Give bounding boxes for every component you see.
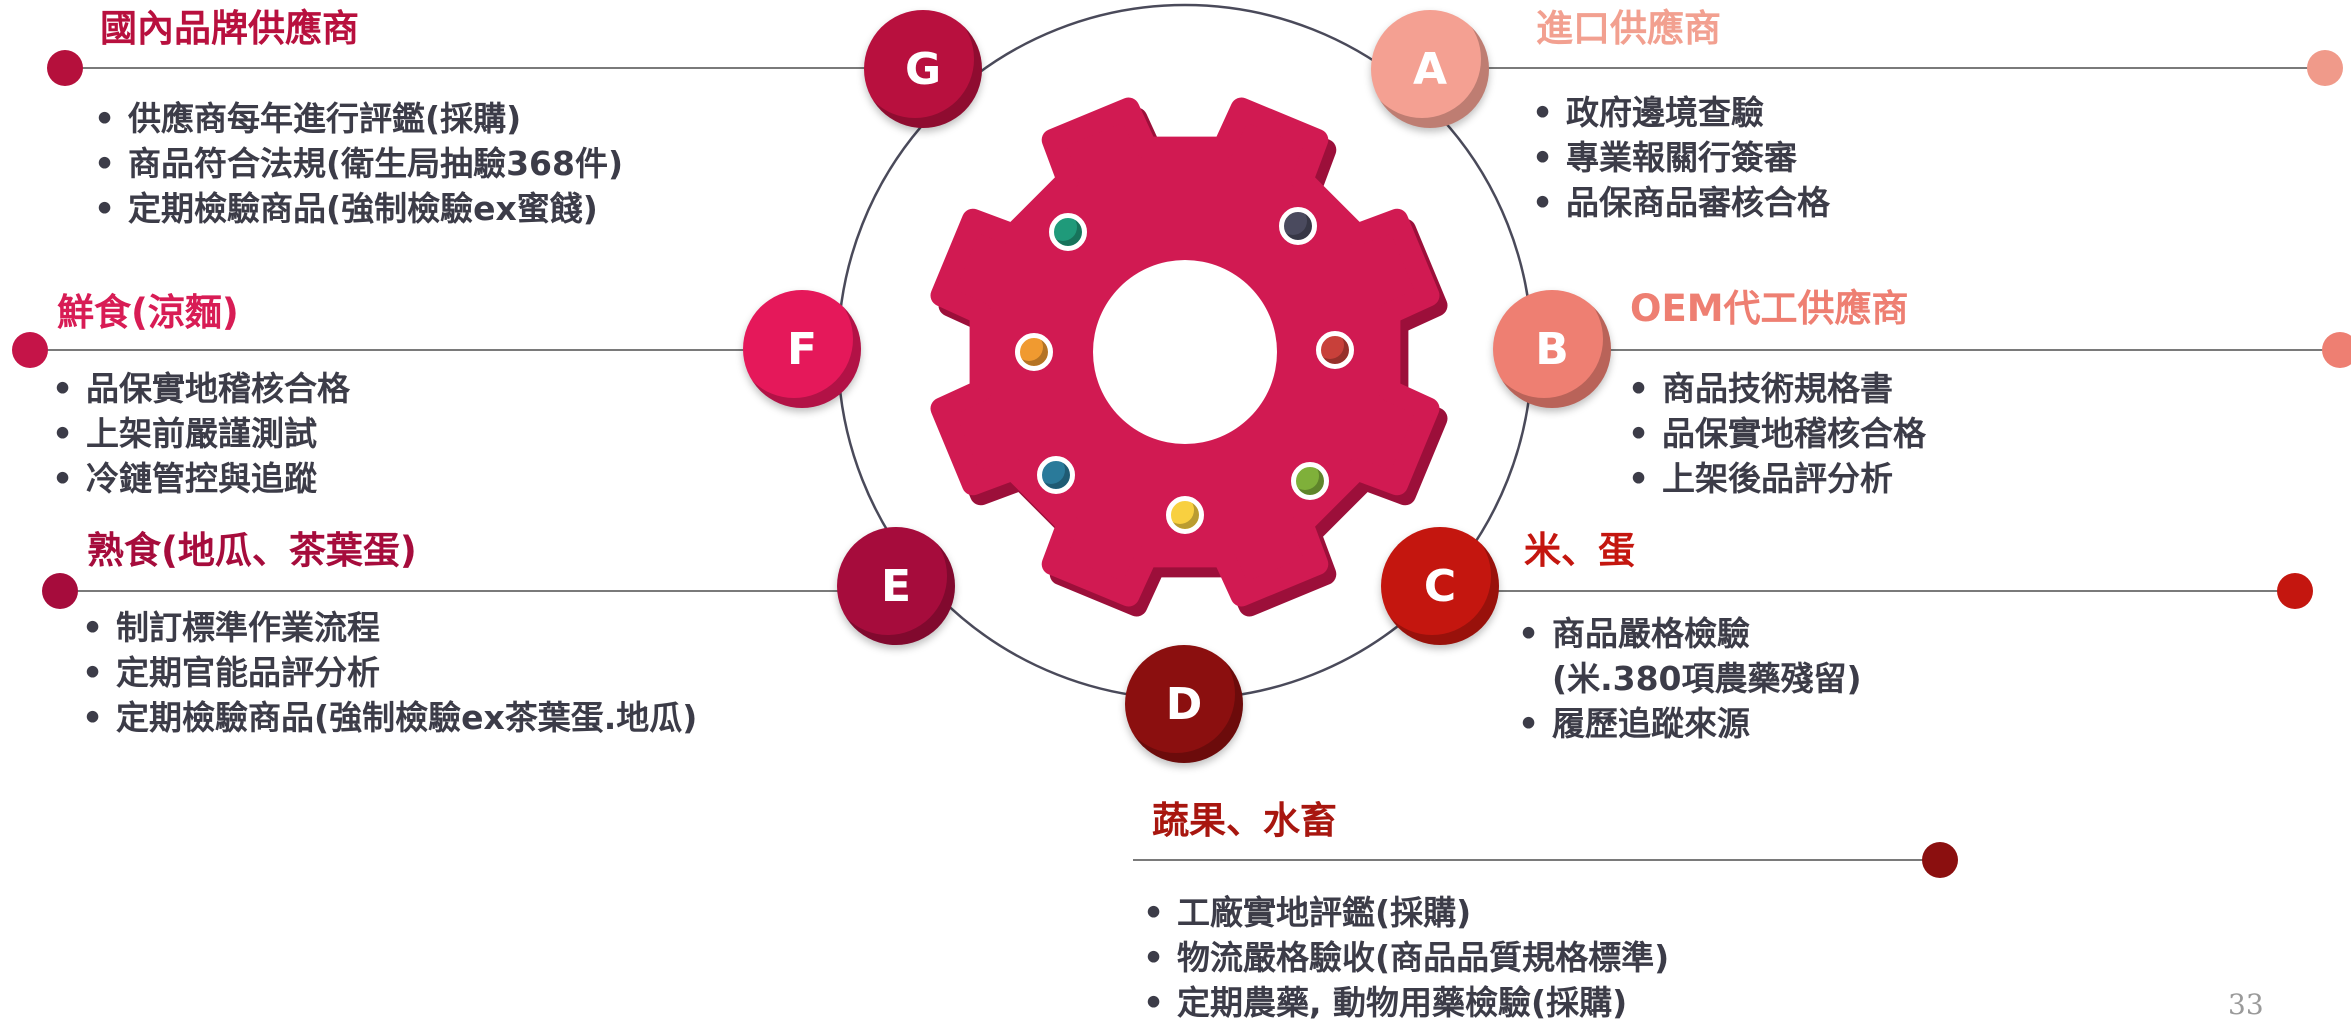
- section-B-title: OEM代工供應商: [1630, 287, 1909, 330]
- list-item-subline: (米.380項農藥殘留): [1552, 659, 1862, 698]
- section-C-title: 米、蛋: [1524, 529, 1635, 572]
- list-item: 政府邊境查驗: [1530, 90, 1830, 135]
- badge-E-label: E: [880, 560, 912, 612]
- list-item: 商品符合法規(衛生局抽驗368件): [92, 141, 623, 186]
- section-D-title: 蔬果、水畜: [1152, 799, 1337, 842]
- list-item: 定期官能品評分析: [80, 650, 697, 695]
- endball-A: [2307, 50, 2343, 86]
- endball-G: [47, 50, 83, 86]
- list-item: 定期檢驗商品(強制檢驗ex蜜餞): [92, 186, 623, 231]
- section-G-title: 國內品牌供應商: [100, 7, 359, 50]
- list-item: 定期農藥, 動物用藥檢驗(採購): [1141, 980, 1669, 1025]
- list-item: 品保實地稽核合格: [1626, 411, 1926, 456]
- gear-dot-6: [1291, 462, 1329, 500]
- section-B-list: 商品技術規格書 品保實地稽核合格 上架後品評分析: [1626, 366, 1926, 501]
- badge-C-label: C: [1423, 560, 1457, 612]
- list-item: 履歷追蹤來源: [1516, 701, 1862, 746]
- endball-C: [2277, 573, 2313, 609]
- list-item: 上架後品評分析: [1626, 456, 1926, 501]
- badge-D: D: [1125, 645, 1243, 763]
- list-item: 品保實地稽核合格: [50, 366, 350, 411]
- badge-G: G: [864, 10, 982, 128]
- badge-C: C: [1381, 527, 1499, 645]
- gear-dot-2: [1279, 207, 1317, 245]
- badge-B: B: [1493, 290, 1611, 408]
- page-number: 33: [2228, 988, 2264, 1021]
- badge-A-label: A: [1412, 43, 1448, 95]
- badge-F-label: F: [786, 323, 818, 375]
- list-item: 品保商品審核合格: [1530, 180, 1830, 225]
- section-F-title: 鮮食(涼麵): [57, 291, 239, 334]
- badge-A: A: [1371, 10, 1489, 128]
- endball-D: [1922, 842, 1958, 878]
- badge-E: E: [837, 527, 955, 645]
- list-item: 上架前嚴謹測試: [50, 411, 350, 456]
- badge-F: F: [743, 290, 861, 408]
- section-A-title: 進口供應商: [1536, 7, 1721, 50]
- section-G-list: 供應商每年進行評鑑(採購) 商品符合法規(衛生局抽驗368件) 定期檢驗商品(強…: [92, 96, 623, 231]
- endball-F: [12, 332, 48, 368]
- list-item: 商品技術規格書: [1626, 366, 1926, 411]
- section-E-list: 制訂標準作業流程 定期官能品評分析 定期檢驗商品(強制檢驗ex茶葉蛋.地瓜): [80, 605, 697, 740]
- list-item: 定期檢驗商品(強制檢驗ex茶葉蛋.地瓜): [80, 695, 697, 740]
- list-item: 工廠實地評鑑(採購): [1141, 890, 1669, 935]
- gear-dot-1: [1049, 213, 1087, 251]
- badge-D-label: D: [1165, 678, 1203, 730]
- section-C-list: 商品嚴格檢驗 (米.380項農藥殘留) 履歷追蹤來源: [1516, 611, 1862, 746]
- list-item: 冷鏈管控與追蹤: [50, 456, 350, 501]
- endball-B: [2322, 332, 2351, 368]
- gear-dot-7: [1166, 496, 1204, 534]
- list-item: 供應商每年進行評鑑(採購): [92, 96, 623, 141]
- section-A-list: 政府邊境查驗 專業報關行簽審 品保商品審核合格: [1530, 90, 1830, 225]
- list-item: 專業報關行簽審: [1530, 135, 1830, 180]
- list-item-line: 商品嚴格檢驗: [1552, 614, 1750, 653]
- section-E-title: 熟食(地瓜、茶葉蛋): [87, 529, 417, 572]
- list-item: 制訂標準作業流程: [80, 605, 697, 650]
- badge-G-label: G: [904, 43, 942, 95]
- gear-dot-3: [1015, 333, 1053, 371]
- gear-hole: [1093, 260, 1277, 444]
- gear-dot-5: [1037, 456, 1075, 494]
- section-D-list: 工廠實地評鑑(採購) 物流嚴格驗收(商品品質規格標準) 定期農藥, 動物用藥檢驗…: [1141, 890, 1669, 1025]
- endball-E: [42, 573, 78, 609]
- gear-dot-4: [1316, 331, 1354, 369]
- list-item: 物流嚴格驗收(商品品質規格標準): [1141, 935, 1669, 980]
- badge-B-label: B: [1535, 323, 1569, 375]
- section-F-list: 品保實地稽核合格 上架前嚴謹測試 冷鏈管控與追蹤: [50, 366, 350, 501]
- list-item: 商品嚴格檢驗 (米.380項農藥殘留): [1516, 611, 1862, 701]
